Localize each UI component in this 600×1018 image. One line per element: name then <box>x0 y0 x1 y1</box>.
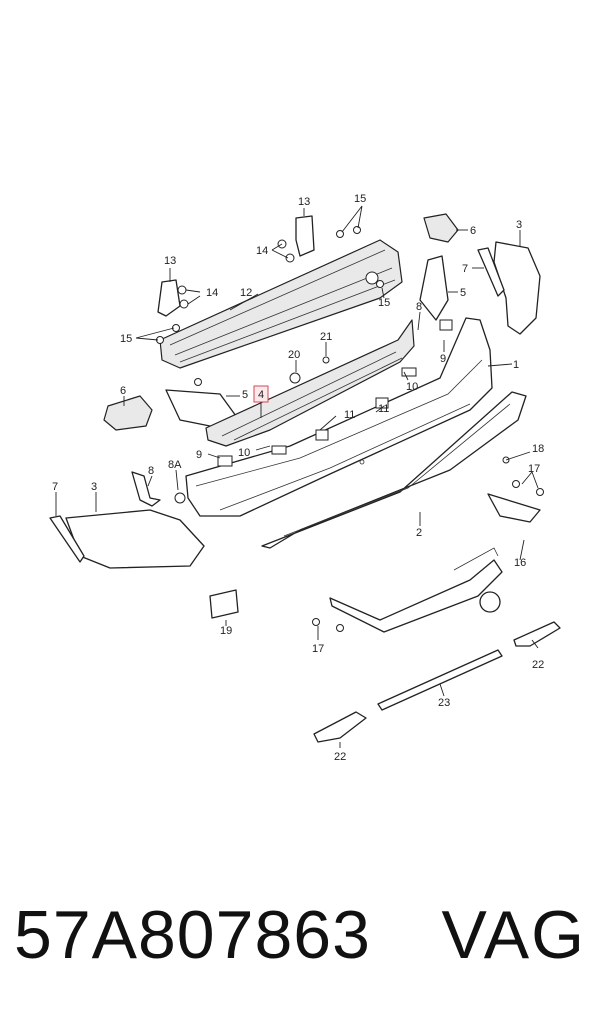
bracket-13-left <box>157 279 181 317</box>
callout-15: 15 <box>354 193 366 205</box>
part-number: 57A807863 <box>14 897 371 973</box>
brand-label: VAG <box>441 897 586 973</box>
callout-22: 22 <box>532 659 544 671</box>
callout-14: 14 <box>206 287 218 299</box>
callout-labels: 1 2 3 3 4 5 5 6 6 7 7 8 8 8A 9 9 10 10 1… <box>52 193 544 763</box>
label-plate-19 <box>209 589 239 619</box>
callout-6: 6 <box>470 225 476 237</box>
guide-profile-part-4 <box>205 319 415 447</box>
callout-4: 4 <box>258 389 264 401</box>
callout-23: 23 <box>438 697 450 709</box>
callout-20: 20 <box>288 349 300 361</box>
callout-5: 5 <box>460 287 466 299</box>
bracket-13-upper <box>295 215 315 257</box>
bumper-cover-part-1 <box>185 317 493 517</box>
callout-9: 9 <box>440 353 446 365</box>
callout-10: 10 <box>238 447 250 459</box>
callout-22: 22 <box>334 751 346 763</box>
callout-18: 18 <box>532 443 544 455</box>
side-bracket-6-left <box>103 395 153 431</box>
callout-17: 17 <box>312 643 324 655</box>
callout-11: 11 <box>378 403 389 415</box>
trim-strip-7-left <box>49 515 85 563</box>
callout-1: 1 <box>513 359 519 371</box>
callout-8: 8 <box>148 465 154 477</box>
callout-14: 14 <box>256 245 268 257</box>
callout-7: 7 <box>462 263 468 275</box>
callout-3: 3 <box>91 481 97 493</box>
leader-lines <box>55 205 539 748</box>
bracket-5-right <box>419 255 449 321</box>
callout-21: 21 <box>320 331 332 343</box>
callout-19: 19 <box>220 625 232 637</box>
callout-7: 7 <box>52 481 58 493</box>
corner-cover-3-left <box>65 509 205 569</box>
trim-strip-7-right <box>477 247 505 297</box>
footer: 57A807863 VAG <box>0 880 600 990</box>
impact-bar-part <box>159 239 403 369</box>
callout-11: 11 <box>344 409 355 421</box>
parts-diagram: 1 2 3 3 4 5 5 6 6 7 7 8 8 8A 9 9 10 10 1… <box>49 193 561 763</box>
callout-17: 17 <box>528 463 540 475</box>
callout-8a: 8A <box>168 459 182 471</box>
callout-3: 3 <box>516 219 522 231</box>
callout-10: 10 <box>406 381 418 393</box>
callout-8: 8 <box>416 301 422 313</box>
chrome-strip-23 <box>377 649 503 711</box>
callout-6: 6 <box>120 385 126 397</box>
callout-5: 5 <box>242 389 248 401</box>
callout-15: 15 <box>378 297 390 309</box>
callout-9: 9 <box>196 449 202 461</box>
callout-2: 2 <box>416 527 422 539</box>
callout-12: 12 <box>240 287 252 299</box>
diffuser-part-2 <box>261 391 527 549</box>
callout-16: 16 <box>514 557 526 569</box>
callout-13: 13 <box>298 196 310 208</box>
highlight-box <box>253 385 269 403</box>
tow-bar-part-16 <box>329 493 541 633</box>
reflector-frame-22-upper <box>513 621 561 647</box>
callout-13: 13 <box>164 255 176 267</box>
side-bracket-6-right <box>423 213 459 243</box>
callout-15: 15 <box>120 333 132 345</box>
reflector-frame-22-lower <box>313 711 367 743</box>
